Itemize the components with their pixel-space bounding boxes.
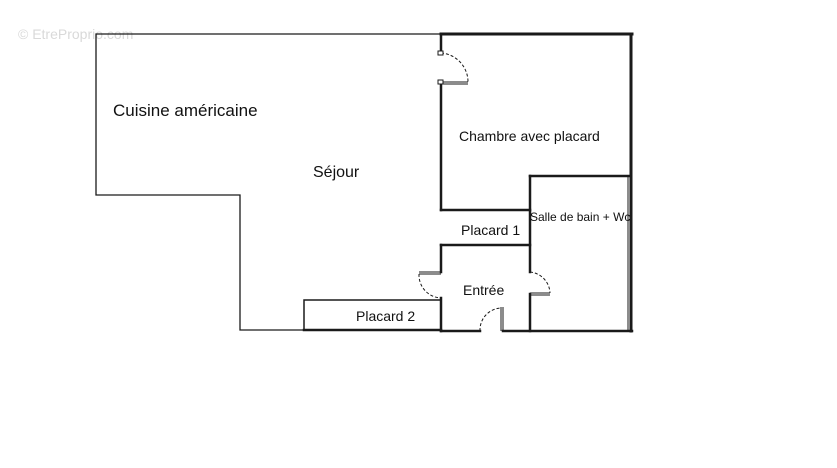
room-label-sejour: Séjour [313, 164, 360, 181]
room-label-entree: Entrée [463, 282, 505, 298]
wall-living-outline [95, 33, 442, 331]
room-label-salle-de-bain: Salle de bain + Wc [530, 210, 631, 224]
placard2-box [303, 299, 442, 331]
door-bathroom-arc [529, 271, 551, 294]
room-label-placard1: Placard 1 [461, 222, 521, 238]
door-living-arc [418, 273, 442, 299]
room-label-chambre: Chambre avec placard [459, 128, 600, 144]
room-label-cuisine: Cuisine américaine [113, 101, 258, 120]
room-label-placard2: Placard 2 [356, 308, 416, 324]
door-bedroom-arc [440, 52, 469, 83]
watermark-text: © EtreProprio.com [18, 26, 134, 42]
door-entrance-arc [479, 307, 502, 332]
